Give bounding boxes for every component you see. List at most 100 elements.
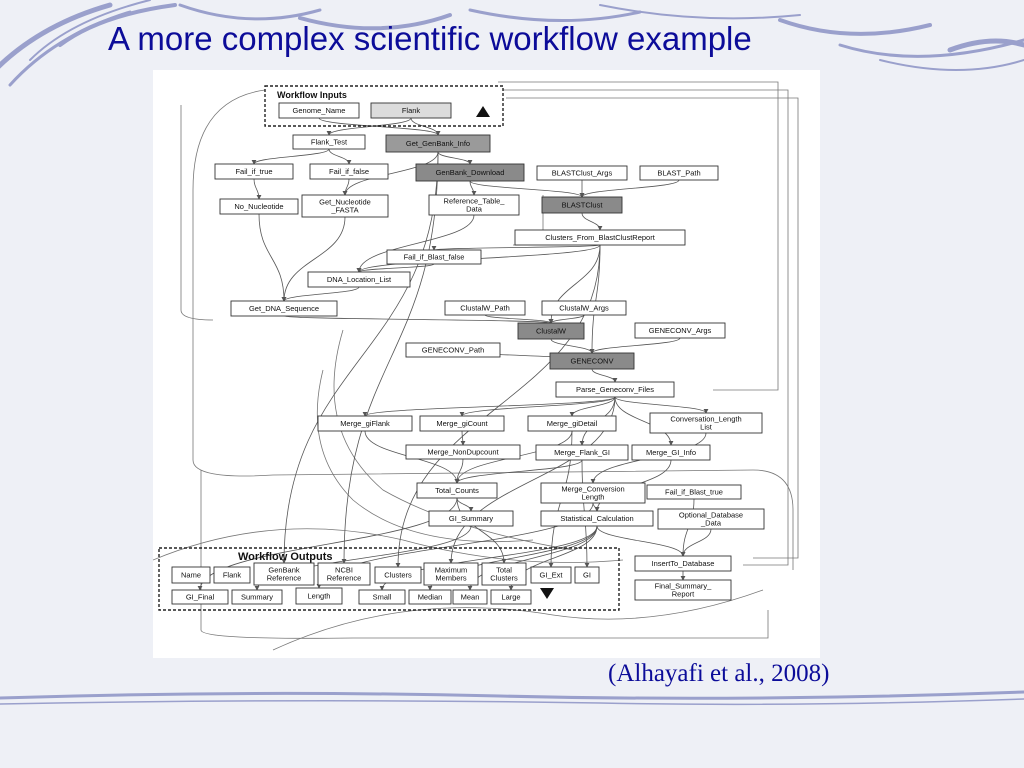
node-label: Fail_if_Blast_true (665, 488, 723, 497)
edge-get-genbank-info-to-genbank-download (437, 151, 473, 165)
node-fail-if-blast-false: Fail_if_Blast_false (386, 249, 482, 265)
node-get-genbank-info: Get_GenBank_Info (385, 134, 491, 153)
node-genome-name: Genome_Name (278, 102, 360, 119)
slide-title: A more complex scientific workflow examp… (108, 20, 752, 57)
workflow-diagram-svg: Workflow Inputs Workflow Outputs Genome_… (152, 81, 799, 651)
node-label: GI_Ext (540, 571, 564, 580)
node-optional-database-data: Optional_Database_Data (657, 508, 765, 530)
edge-geneconv-to-parse-geneconv-files (591, 368, 618, 383)
workflow-inputs-title: Workflow Inputs (277, 90, 347, 100)
node-blast-path: BLAST_Path (639, 165, 719, 181)
edge-get-genbank-info-to-out-genbank-reference (281, 151, 439, 564)
edge-flank-test-to-fail-if-false (328, 148, 352, 165)
node-label: _Data (700, 519, 722, 528)
edge-no-nucleotide-to-get-dna-sequence (258, 213, 287, 302)
node-geneconv-args: GENECONV_Args (634, 322, 726, 339)
node-label: Merge_Conversion (561, 485, 624, 494)
node-label: Flank_Test (311, 138, 348, 147)
node-fail-if-blast-true: Fail_if_Blast_true (646, 484, 742, 500)
node-merge-nondupcount: Merge_NonDupcount (405, 444, 521, 460)
node-label: Name (181, 571, 201, 580)
citation: (Alhayafi et al., 2008) (608, 660, 830, 687)
node-merge-flank-gi: Merge_Flank_GI (535, 444, 629, 461)
node-label: Small (373, 593, 392, 602)
edge-dna-location-list-to-get-dna-sequence (281, 286, 360, 302)
edge-geneconv-args-to-geneconv (589, 337, 681, 354)
edge-merge-flank-gi-to-total-counts (454, 459, 583, 484)
node-out-median: Median (408, 589, 452, 605)
node-gi-summary: GI_Summary (428, 510, 514, 527)
node-clustalw: ClustalW (517, 322, 585, 340)
node-label: Clusters (384, 571, 412, 580)
workflow-diagram: Workflow Inputs Workflow Outputs Genome_… (152, 70, 820, 658)
node-label: Genome_Name (293, 106, 346, 115)
node-label: GENECONV_Path (422, 346, 485, 355)
edge-clusters-from-blastclustreport-to-geneconv (589, 244, 601, 354)
edge-total-counts-to-out-total-clusters (456, 497, 507, 564)
edge-statistical-calculation-to-insertto-database (596, 525, 686, 557)
edge-flank-test-to-fail-if-true (251, 148, 330, 165)
node-clustalw-path: ClustalW_Path (444, 300, 526, 316)
node-label: InsertTo_Database (652, 559, 715, 568)
node-genbank-download: GenBank_Download (415, 163, 525, 182)
node-label: Summary (241, 593, 273, 602)
node-label: Large (501, 593, 520, 602)
node-label: Length (308, 592, 331, 601)
node-out-small: Small (358, 589, 406, 605)
node-label: Fail_if_true (235, 167, 272, 176)
node-label: ClustalW (536, 327, 567, 336)
node-merge-gicount: Merge_giCount (419, 415, 505, 432)
node-out-flank: Flank (213, 566, 251, 584)
node-no-nucleotide: No_Nucleotide (219, 198, 299, 215)
edge-fail-if-blast-false-to-dna-location-list (356, 263, 435, 273)
node-parse-geneconv-files: Parse_Geneconv_Files (555, 381, 675, 398)
node-label: Data (466, 205, 483, 214)
node-label: Median (418, 593, 443, 602)
node-label: Members (435, 574, 467, 583)
node-label: BLASTClust (562, 201, 604, 210)
node-geneconv: GENECONV (549, 352, 635, 370)
node-label: Flank (402, 106, 421, 115)
node-label: ClustalW_Path (460, 304, 510, 313)
edge-get-genbank-info-to-out-ncbi-reference (341, 151, 439, 564)
node-label: Statistical_Calculation (560, 514, 633, 523)
node-label: Report (672, 590, 695, 599)
node-label: DNA_Location_List (327, 275, 392, 284)
edge-genbank-download-to-reference-table-data (469, 180, 477, 196)
node-label: Fail_if_false (329, 167, 369, 176)
node-merge-giflank: Merge_giFlank (317, 415, 413, 432)
node-insertto-database: InsertTo_Database (634, 555, 732, 572)
node-merge-gidetail: Merge_giDetail (527, 415, 617, 432)
node-label: No_Nucleotide (234, 202, 283, 211)
node-label: Merge_giFlank (340, 419, 390, 428)
node-label: Maximum (435, 566, 468, 575)
edge-clustalw-args-to-clustalw (548, 314, 585, 324)
edge-merge-gicount-to-merge-nondupcount (460, 430, 466, 446)
node-blastclust: BLASTClust (541, 196, 623, 214)
inputs-up-triangle-icon (476, 106, 490, 117)
node-label: Merge_Flank_GI (554, 448, 610, 457)
node-label: Reference (327, 574, 362, 583)
edge-parse-geneconv-files-to-merge-gicount (459, 396, 616, 417)
node-label: Total (496, 566, 512, 575)
node-label: Merge_NonDupcount (427, 448, 499, 457)
node-clusters-from-blastclustreport: Clusters_From_BlastClustReport (514, 229, 686, 246)
node-out-mean: Mean (452, 589, 488, 605)
node-clustalw-args: ClustalW_Args (541, 300, 627, 316)
node-label: Merge_giDetail (547, 419, 598, 428)
node-blastclust-args: BLASTClust_Args (536, 165, 628, 181)
node-fail-if-false: Fail_if_false (309, 163, 389, 180)
node-out-name: Name (171, 566, 211, 584)
edge-merge-conversion-length-to-statistical-calculation (592, 502, 600, 512)
node-label: Conversation_Length (670, 415, 741, 424)
node-label: Reference (267, 574, 302, 583)
node-reference-table-data: Reference_Table_Data (428, 194, 520, 216)
node-final-summary-report: Final_Summary_Report (634, 579, 732, 601)
